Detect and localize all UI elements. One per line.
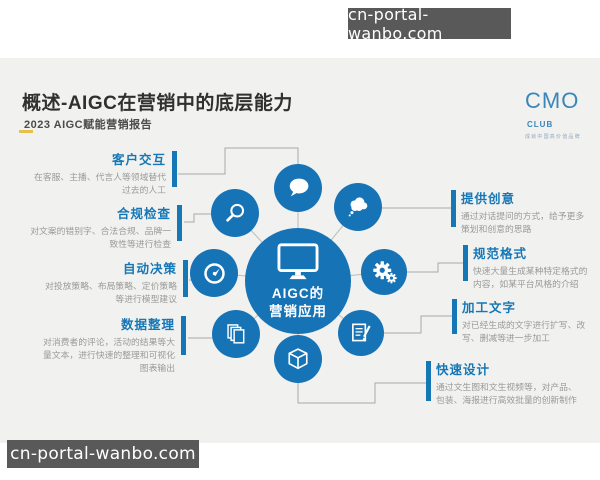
notepad-pencil-icon <box>352 323 371 342</box>
capability-circle-format-standardization <box>361 249 407 295</box>
watermark-bottom: cn-portal-wanbo.com <box>7 440 199 468</box>
label-bar <box>463 245 468 281</box>
thought-cloud-icon <box>348 197 368 217</box>
capability-label-data-organization: 数据整理 对消费者的评论，活动的结果等大量文本，进行快速的整理和可视化图表输出 <box>43 318 175 373</box>
logo-tagline: 成就中国高价值品牌 <box>525 134 581 140</box>
capability-circle-compliance-check <box>211 189 259 237</box>
label-bar <box>172 151 177 187</box>
label-bar <box>451 190 456 227</box>
capability-label-auto-decision: 自动决策 对投放策略、布局策略、定价策略等进行模型建议 <box>45 262 177 304</box>
label-bar <box>426 361 431 401</box>
capability-circle-rapid-design <box>274 335 322 383</box>
title-accent-line <box>19 130 33 133</box>
label-bar <box>452 299 457 334</box>
capability-label-format-standardization: 规范格式 快速大量生成某种特定格式的内容，如某平台风格的介绍 <box>473 247 588 289</box>
cube-icon <box>288 348 308 370</box>
watermark-top: cn-portal-wanbo.com <box>348 5 511 43</box>
logo-brand: CMO <box>525 88 580 113</box>
gauge-icon <box>203 262 225 284</box>
label-bar <box>177 205 182 241</box>
page-title: 概述-AIGC在营销中的底层能力 <box>22 93 293 114</box>
hub-circle-aigc-marketing: AIGC的 营销应用 <box>245 228 351 334</box>
capability-circle-idea-generation <box>334 183 382 231</box>
capability-circle-data-organization <box>212 310 260 358</box>
capability-label-text-processing: 加工文字 对已经生成的文字进行扩写、改写、删减等进一步加工 <box>462 301 586 343</box>
documents-icon <box>226 323 244 344</box>
capability-circle-text-processing <box>338 310 384 356</box>
label-bar <box>183 260 188 297</box>
monitor-icon <box>277 243 319 280</box>
magnifier-icon <box>225 203 244 222</box>
page-subtitle: 2023 AIGC赋能营销报告 <box>24 119 153 131</box>
speech-bubble-icon <box>289 178 308 196</box>
capability-label-rapid-design: 快速设计 通过文生图和文生视频等，对产品、包装、海报进行高效批量的创新制作 <box>436 363 577 405</box>
hub-label: AIGC的 营销应用 <box>269 285 327 319</box>
capability-circle-auto-decision <box>190 249 238 297</box>
capability-label-compliance-check: 合规检查 对文案的错别字、合法合规、品牌一致性等进行检查 <box>30 207 171 249</box>
cmo-logo: CMO CLUB 成就中国高价值品牌 <box>525 88 595 140</box>
capability-label-idea-generation: 提供创意 通过对话提问的方式，给予更多策划和创意的思路 <box>461 192 585 234</box>
capability-label-customer-interaction: 客户交互 在客服、主播、代言人等领域替代过去的人工 <box>34 153 166 195</box>
gears-icon <box>372 260 397 283</box>
logo-suffix: CLUB <box>527 120 554 129</box>
capability-circle-customer-interaction <box>274 164 322 212</box>
label-bar <box>181 316 186 355</box>
